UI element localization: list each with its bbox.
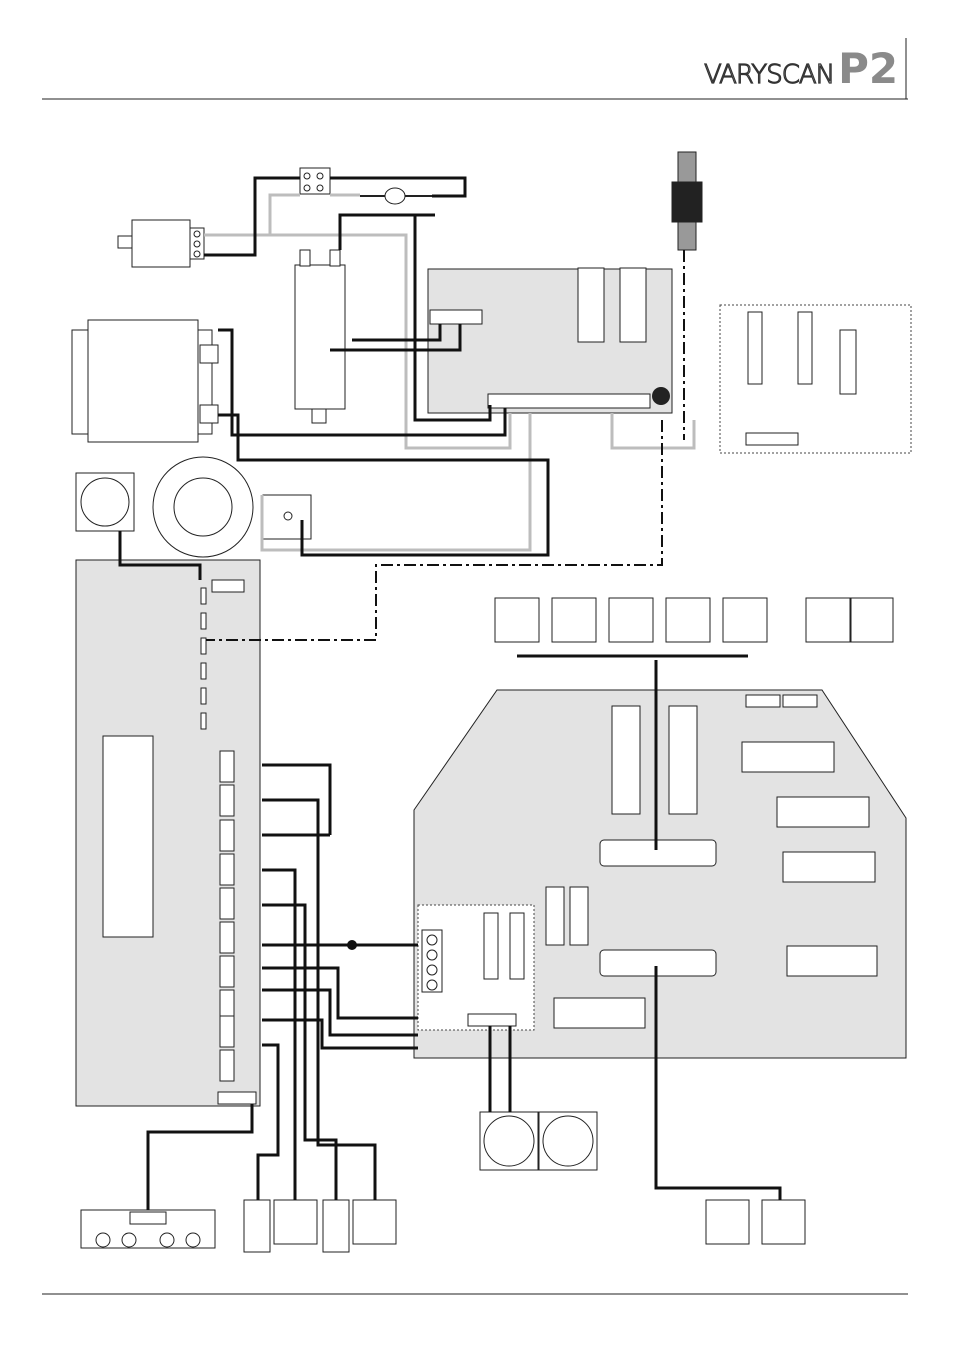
brand-model: P2: [838, 44, 899, 93]
ic-chip: [611, 705, 641, 815]
lamp-bulb: [384, 187, 406, 205]
brand-name: VARYSCAN: [703, 59, 835, 90]
terminal-strip: [487, 393, 651, 409]
driver-board-chip: [102, 735, 154, 938]
relay: [577, 267, 605, 343]
mains-inlet: [131, 219, 191, 268]
board-connector: [429, 309, 483, 325]
brand-logo: VARYSCAN P2: [703, 44, 899, 93]
igniter: [294, 264, 346, 410]
db25-connector: [599, 839, 717, 867]
adjust-icon: [652, 387, 670, 405]
screw-icon: [303, 172, 324, 192]
control-board: [413, 689, 907, 1059]
db25-connector: [599, 949, 717, 977]
stepper-motor: [494, 597, 540, 643]
transformer: [87, 319, 199, 443]
cable-gland: [677, 151, 697, 183]
